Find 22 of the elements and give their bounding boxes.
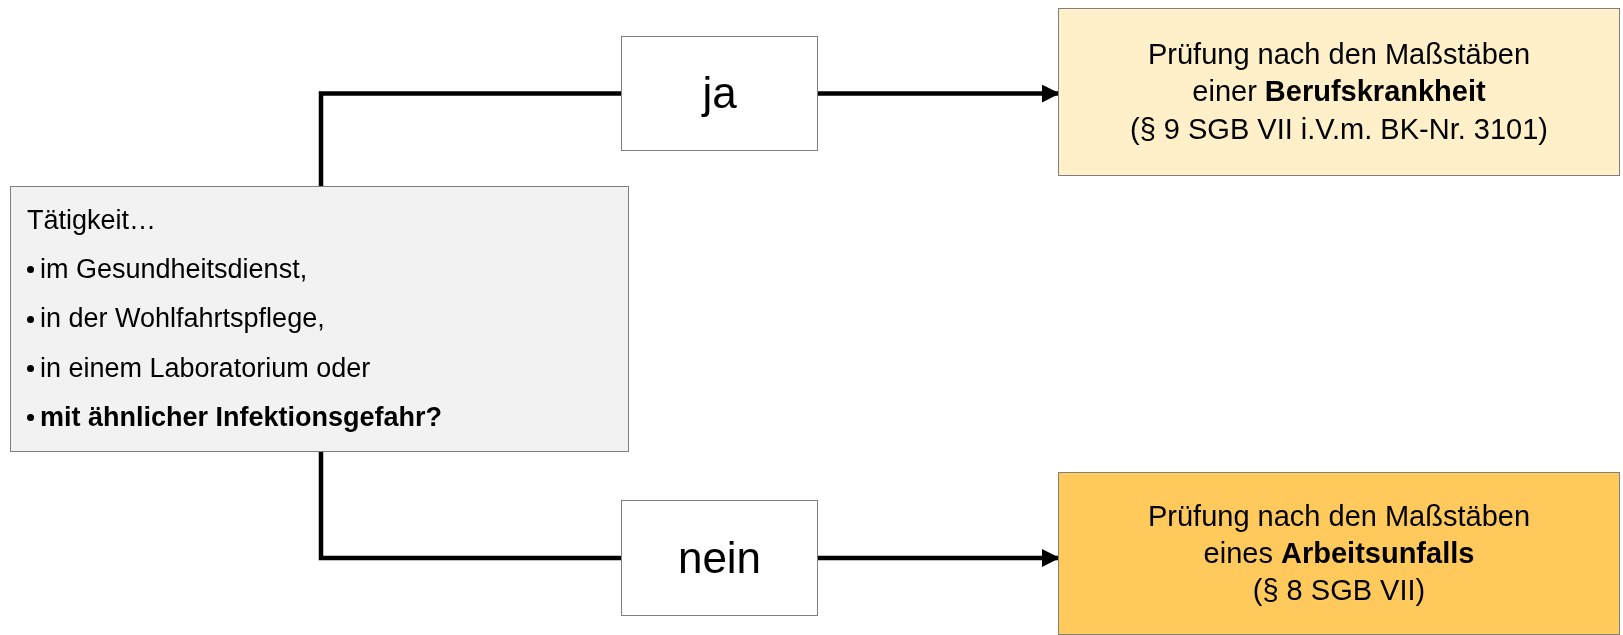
connector-line bbox=[318, 452, 621, 561]
answer-label: nein bbox=[677, 531, 762, 584]
answer-box bbox=[621, 36, 818, 151]
bullet-text: in einem Laboratorium oder bbox=[40, 351, 371, 385]
result-text: (§ 8 SGB VII) bbox=[1252, 573, 1426, 609]
result-text: einer Berufskrankheit bbox=[1192, 74, 1486, 110]
result-box bbox=[1058, 8, 1620, 176]
result-text: (§ 9 SGB VII i.V.m. BK-Nr. 3101) bbox=[1130, 111, 1548, 147]
result-text: Prüfung nach den Maßstäben bbox=[1147, 37, 1531, 73]
answer-label: ja bbox=[702, 67, 737, 120]
connector-line bbox=[318, 91, 621, 186]
bullet-text: mit ähnlicher Infektionsgefahr? bbox=[40, 400, 443, 434]
arrow bbox=[818, 549, 1060, 567]
result-text: Prüfung nach den Maßstäben bbox=[1147, 498, 1531, 534]
bullet-text: im Gesundheitsdienst, bbox=[40, 253, 308, 287]
question-heading: Tätigkeit… bbox=[27, 204, 158, 238]
arrow bbox=[818, 84, 1060, 103]
result-text: eines Arbeitsunfalls bbox=[1203, 535, 1475, 571]
question-box bbox=[10, 186, 629, 452]
result-box bbox=[1058, 472, 1620, 635]
bullet-text: in der Wohlfahrtspflege, bbox=[40, 302, 325, 336]
answer-box bbox=[621, 500, 818, 616]
